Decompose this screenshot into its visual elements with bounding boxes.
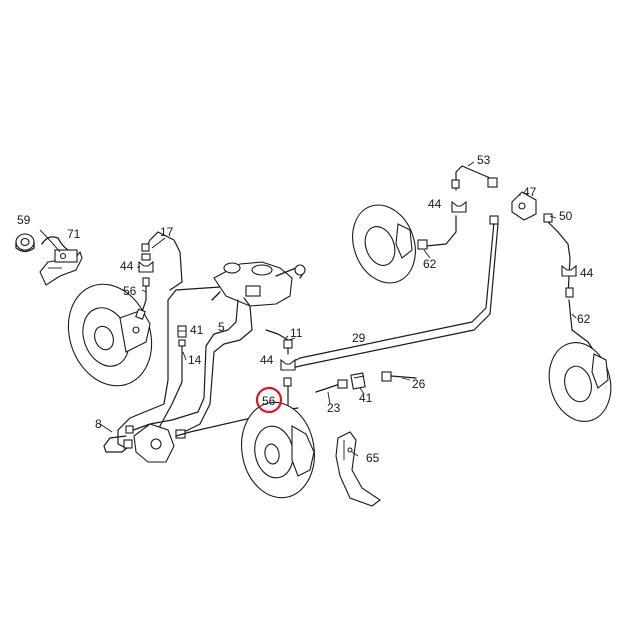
callout-17: 17 [160, 225, 174, 239]
part-11-brake-pipe[interactable] [265, 329, 293, 355]
part-44-bracket-left[interactable] [138, 260, 154, 273]
callout-71: 71 [67, 227, 81, 241]
callout-41-upper: 41 [190, 323, 204, 337]
callout-65: 65 [366, 451, 380, 465]
left-front-brake-disc[interactable] [55, 272, 166, 397]
callout-11: 11 [290, 326, 303, 340]
part-56-brake-hose-left[interactable] [135, 277, 150, 320]
part-71-wear-sensor[interactable] [39, 236, 83, 286]
part-8-brake-pipe[interactable] [103, 299, 239, 453]
rear-right-brake-disc[interactable] [541, 336, 620, 429]
part-26-brake-pipe[interactable] [381, 371, 417, 382]
callout-47: 47 [523, 185, 537, 199]
callout-44-left: 44 [120, 259, 134, 273]
rear-brake-caliper[interactable] [123, 423, 186, 463]
master-cylinder[interactable] [211, 261, 306, 307]
callout-44-top: 44 [428, 197, 442, 211]
rear-left-brake-disc[interactable] [342, 196, 426, 292]
part-59-grommet[interactable] [15, 233, 35, 253]
part-44-bracket-right[interactable] [561, 264, 577, 277]
leader-lines [39, 161, 577, 457]
callout-56-highlight-ring [255, 386, 283, 414]
callout-29: 29 [352, 331, 366, 345]
callout-59: 59 [17, 213, 31, 227]
callout-56-center[interactable]: 56 [262, 394, 276, 408]
part-5-brake-pipe[interactable] [117, 286, 253, 449]
right-front-brake-disc[interactable] [234, 396, 322, 503]
part-14-brake-pipe[interactable] [156, 339, 186, 439]
part-23-connector[interactable] [315, 379, 348, 393]
part-44-bracket-top[interactable] [451, 200, 467, 213]
callout-26: 26 [412, 377, 426, 391]
callout-44-center: 44 [260, 353, 274, 367]
part-53-brake-pipe[interactable] [451, 165, 498, 191]
callout-8: 8 [95, 417, 102, 431]
callout-50: 50 [559, 209, 573, 223]
part-65-brake-shield[interactable] [335, 431, 381, 507]
callout-56-left: 56 [123, 284, 137, 298]
part-41-connector-upper[interactable] [177, 325, 187, 338]
callout-44-right: 44 [580, 266, 594, 280]
part-17-brake-pipe[interactable] [141, 231, 183, 291]
callout-53: 53 [477, 153, 491, 167]
callout-23: 23 [327, 401, 341, 415]
callout-labels: 59 71 17 44 56 41 14 5 8 11 44 56 29 23 … [17, 153, 594, 465]
callout-62-upper: 62 [423, 257, 437, 271]
callout-41-lower: 41 [359, 391, 373, 405]
callout-14: 14 [188, 353, 202, 367]
callout-62-right: 62 [577, 312, 591, 326]
part-44-bracket-center[interactable] [280, 358, 296, 371]
part-47-brake-distributor[interactable] [511, 191, 537, 221]
part-41-connector-lower[interactable] [350, 372, 366, 390]
part-62-brake-hose-upper[interactable] [417, 215, 457, 250]
callout-5: 5 [218, 320, 225, 334]
part-50-brake-pipe[interactable] [543, 213, 571, 297]
